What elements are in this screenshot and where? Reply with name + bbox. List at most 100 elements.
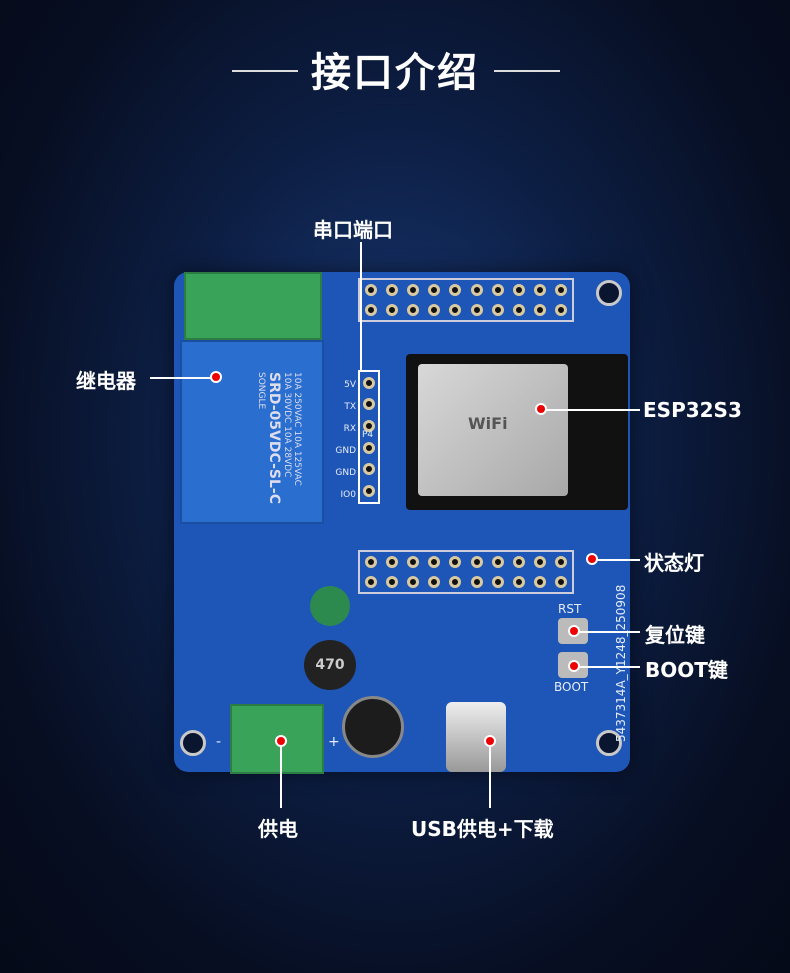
marker-dot: [535, 403, 547, 415]
leader-line: [489, 746, 491, 808]
mount-hole: [596, 730, 622, 756]
leader-line: [360, 242, 362, 372]
header-pin: [449, 556, 462, 568]
label-status-led: 状态灯: [644, 551, 704, 575]
header-pin: [534, 556, 547, 568]
leader-line: [150, 377, 214, 379]
header-pin: [428, 284, 441, 296]
header-pin: [449, 284, 462, 296]
marker-dot: [586, 553, 598, 565]
leader-line: [594, 559, 640, 561]
header-pin: [449, 576, 462, 588]
pin-label: RX: [343, 424, 356, 434]
serial-pin: [363, 398, 375, 411]
mount-hole: [180, 730, 206, 756]
header-pin: [364, 304, 377, 316]
header-pin: [534, 304, 547, 316]
serial-pin: [363, 463, 375, 476]
header-pin: [512, 304, 525, 316]
usb-c-port[interactable]: [446, 702, 506, 772]
label-power: 供电: [258, 817, 298, 841]
capacitor-large: [342, 696, 404, 758]
header-pin: [491, 304, 504, 316]
marker-dot: [210, 371, 222, 383]
header-pin: [364, 576, 377, 588]
wifi-logo: WiFi: [468, 414, 508, 433]
pcb-board: 10A 250VAC 10A 125VAC 10A 30VDC 10A 28VD…: [174, 272, 630, 774]
plus-label: +: [328, 734, 340, 750]
serial-pin: [363, 441, 375, 454]
serial-pin: [363, 376, 375, 389]
leader-line: [542, 409, 640, 411]
pin-header-top: for(let i=0;i<20;i++)document.write('<di…: [358, 278, 574, 322]
label-usb: USB供电+下载: [411, 817, 554, 841]
header-pin: [385, 576, 398, 588]
header-pin: [470, 576, 483, 588]
pin-header-bottom: for(let i=0;i<20;i++)document.write('<di…: [358, 550, 574, 594]
module-shield: WiFi: [418, 364, 568, 496]
header-pin: [555, 284, 568, 296]
header-pin: [428, 556, 441, 568]
relay-brand: SONGLE: [256, 372, 266, 410]
serial-pin: [363, 485, 375, 498]
label-boot: BOOT键: [645, 658, 728, 682]
minus-label: -: [216, 734, 222, 750]
header-pin: [364, 284, 377, 296]
header-pin: [512, 576, 525, 588]
header-pin: [385, 304, 398, 316]
header-pin: [470, 304, 483, 316]
title-line-left: [232, 70, 298, 72]
page-title: 接口介绍: [311, 50, 479, 96]
rst-label: RST: [558, 602, 582, 616]
header-pin: [555, 304, 568, 316]
boot-label: BOOT: [554, 680, 589, 694]
header-pin: [555, 576, 568, 588]
header-pin: [428, 304, 441, 316]
serial-pin: [363, 420, 375, 433]
marker-dot: [568, 660, 580, 672]
label-esp32s3: ESP32S3: [643, 398, 742, 422]
mount-hole: [596, 280, 622, 306]
marker-dot: [568, 625, 580, 637]
header-pin: [406, 304, 419, 316]
header-pin: [428, 576, 441, 588]
esp32s3-module: WiFi: [406, 354, 628, 510]
pin-label: TX: [344, 402, 356, 412]
pin-label: 5V: [344, 380, 356, 390]
header-pin: [534, 284, 547, 296]
pin-labels: 5V TX RX GND GND IO0: [330, 374, 356, 506]
leader-line: [576, 666, 640, 668]
header-pin: [512, 284, 525, 296]
relay-terminal-block: [184, 272, 322, 340]
pin-label: GND: [335, 468, 356, 478]
header-pin: [534, 576, 547, 588]
label-reset: 复位键: [645, 623, 705, 647]
header-pin: [406, 576, 419, 588]
relay-rating: 10A 30VDC 10A 28VDC: [282, 372, 292, 478]
header-pin: [555, 556, 568, 568]
leader-line: [576, 631, 640, 633]
header-pin: [385, 556, 398, 568]
header-pin: [470, 556, 483, 568]
leader-line: [280, 746, 282, 808]
label-relay: 继电器: [76, 369, 136, 393]
header-pin: [449, 304, 462, 316]
pin-label: IO0: [340, 490, 356, 500]
board-id: 5437314A_Y1248_250908: [614, 584, 628, 742]
pin-label: GND: [335, 446, 356, 456]
capacitor: [310, 586, 350, 626]
relay: 10A 250VAC 10A 125VAC 10A 30VDC 10A 28VD…: [180, 340, 324, 524]
header-pin: [385, 284, 398, 296]
title-line-right: [494, 70, 560, 72]
inductor: 470: [304, 640, 356, 690]
header-pin: [406, 556, 419, 568]
serial-header-p4: for(let i=0;i<6;i++)document.write('<div…: [358, 370, 380, 504]
header-pin: [512, 556, 525, 568]
label-serial-port: 串口端口: [313, 218, 393, 242]
header-pin: [406, 284, 419, 296]
header-pin: [491, 576, 504, 588]
header-pin: [491, 284, 504, 296]
header-pin: [470, 284, 483, 296]
relay-rating: 10A 250VAC 10A 125VAC: [292, 372, 302, 486]
relay-model: SRD-05VDC-SL-C: [266, 372, 282, 504]
